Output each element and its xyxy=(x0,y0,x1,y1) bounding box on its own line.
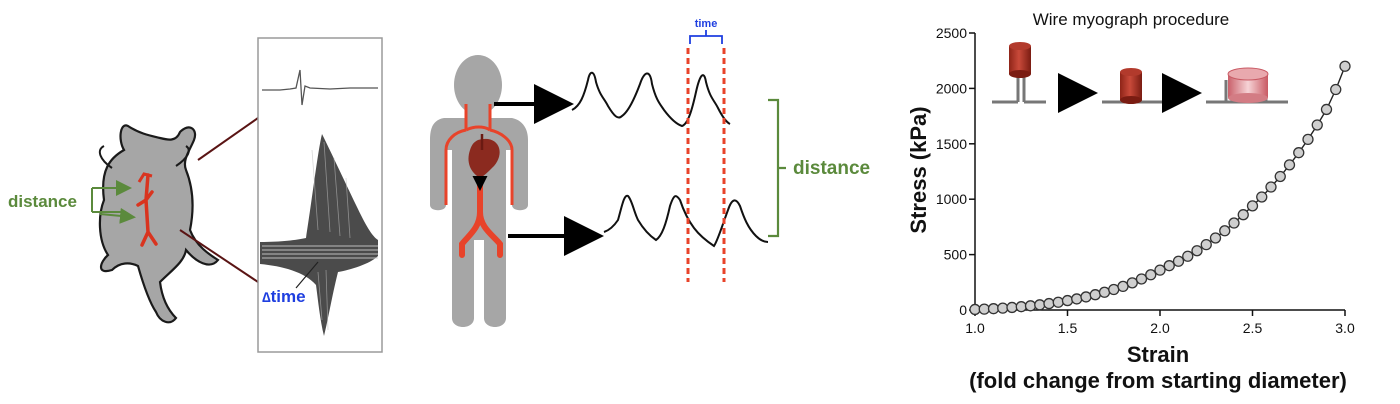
data-point xyxy=(1117,280,1129,293)
data-point xyxy=(1182,250,1194,262)
mouse-forepaw-left xyxy=(98,145,113,169)
data-point xyxy=(1089,289,1101,301)
mouse-illustration xyxy=(98,124,220,324)
data-point xyxy=(1006,301,1018,314)
pwv-distance-label: distance xyxy=(793,158,870,179)
carotid-waveform xyxy=(571,71,731,128)
human-arm-arteries xyxy=(444,128,514,205)
data-point xyxy=(1061,294,1074,307)
x-axis-ticks: 1.0 1.5 2.0 2.5 3.0 xyxy=(965,310,1355,336)
data-point xyxy=(1209,232,1222,244)
data-point xyxy=(1283,159,1296,171)
data-point xyxy=(1320,103,1333,116)
data-point xyxy=(1071,293,1083,305)
x-tick-label: 2.5 xyxy=(1243,320,1263,336)
mouse-aorta xyxy=(136,173,158,247)
x-axis-subtitle: (fold change from starting diameter) xyxy=(969,368,1347,393)
y-tick-label: 500 xyxy=(944,247,968,263)
data-point xyxy=(1034,299,1046,311)
delta-time-label: ∆time xyxy=(262,287,306,306)
mouse-body xyxy=(98,124,220,324)
x-tick-label: 1.0 xyxy=(965,320,985,336)
zoom-line-bottom xyxy=(179,229,259,283)
y-tick-label: 2500 xyxy=(936,25,967,41)
pwv-distance-bracket xyxy=(768,98,786,238)
data-point xyxy=(1135,273,1148,285)
y-axis-ticks: 0 500 1000 1500 2000 2500 xyxy=(936,25,975,318)
data-point xyxy=(1302,133,1314,146)
vessel-cylinder-1 xyxy=(1009,46,1031,74)
doppler-spectrum xyxy=(260,134,378,336)
femoral-waveform xyxy=(603,194,769,248)
data-point xyxy=(969,303,981,316)
data-point xyxy=(1080,291,1092,303)
time-bracket xyxy=(689,30,723,44)
doppler-panel xyxy=(257,37,383,353)
data-point xyxy=(1108,283,1120,296)
y-tick-label: 2000 xyxy=(936,80,967,96)
data-point xyxy=(1024,300,1037,312)
chart-title: Wire myograph procedure xyxy=(1033,10,1230,29)
ecg-trace xyxy=(262,69,378,106)
data-point xyxy=(1172,255,1185,267)
mouse-distance-label: distance xyxy=(8,192,77,211)
delta-time-pointer xyxy=(295,261,319,289)
data-point xyxy=(997,302,1009,314)
data-point xyxy=(1163,260,1175,272)
data-point xyxy=(1043,297,1055,310)
mouse-aortic-arch xyxy=(137,172,153,183)
data-point xyxy=(1274,170,1286,183)
data-point xyxy=(1098,286,1111,298)
x-tick-label: 3.0 xyxy=(1335,320,1355,336)
y-axis-title: Stress (kPa) xyxy=(906,106,931,233)
human-femoral-arteries xyxy=(459,182,503,258)
data-point xyxy=(1126,277,1138,289)
human-illustration xyxy=(430,55,528,327)
data-points xyxy=(969,60,1351,316)
data-point xyxy=(1200,238,1212,251)
data-point xyxy=(1228,217,1240,229)
heart-icon xyxy=(468,138,500,178)
data-point xyxy=(1052,296,1064,308)
mouse-forepaw-right xyxy=(175,145,190,167)
data-point xyxy=(987,303,1000,315)
data-point xyxy=(1219,225,1231,237)
zoom-line-top xyxy=(197,117,259,161)
data-point xyxy=(1293,147,1305,159)
y-tick-label: 1500 xyxy=(936,136,967,152)
data-point xyxy=(1246,200,1259,212)
data-point xyxy=(1145,269,1157,281)
data-point xyxy=(1015,301,1027,313)
x-tick-label: 2.0 xyxy=(1150,320,1170,336)
data-point xyxy=(978,303,990,315)
data-point xyxy=(1330,83,1342,96)
data-point xyxy=(1237,209,1249,221)
pwv-time-label: time xyxy=(695,18,718,30)
data-point xyxy=(1256,191,1268,203)
data-point xyxy=(1154,264,1166,276)
y-tick-label: 0 xyxy=(959,302,967,318)
y-tick-label: 1000 xyxy=(936,191,967,207)
mouse-distance-bracket xyxy=(91,180,136,224)
vessel-cylinder-2 xyxy=(1120,72,1142,100)
x-axis-title: Strain xyxy=(1127,342,1189,367)
human-head xyxy=(454,55,502,115)
stress-strain-chart: Wire myograph procedure 1.0 1.5 2.0 2.5 3.0 xyxy=(906,10,1355,393)
data-point xyxy=(1311,119,1323,131)
data-point xyxy=(1265,181,1277,193)
myograph-procedure-icons xyxy=(992,42,1288,113)
human-carotids xyxy=(464,104,492,130)
x-tick-label: 1.5 xyxy=(1058,320,1078,336)
data-point xyxy=(1339,60,1351,72)
data-point xyxy=(1191,245,1203,257)
